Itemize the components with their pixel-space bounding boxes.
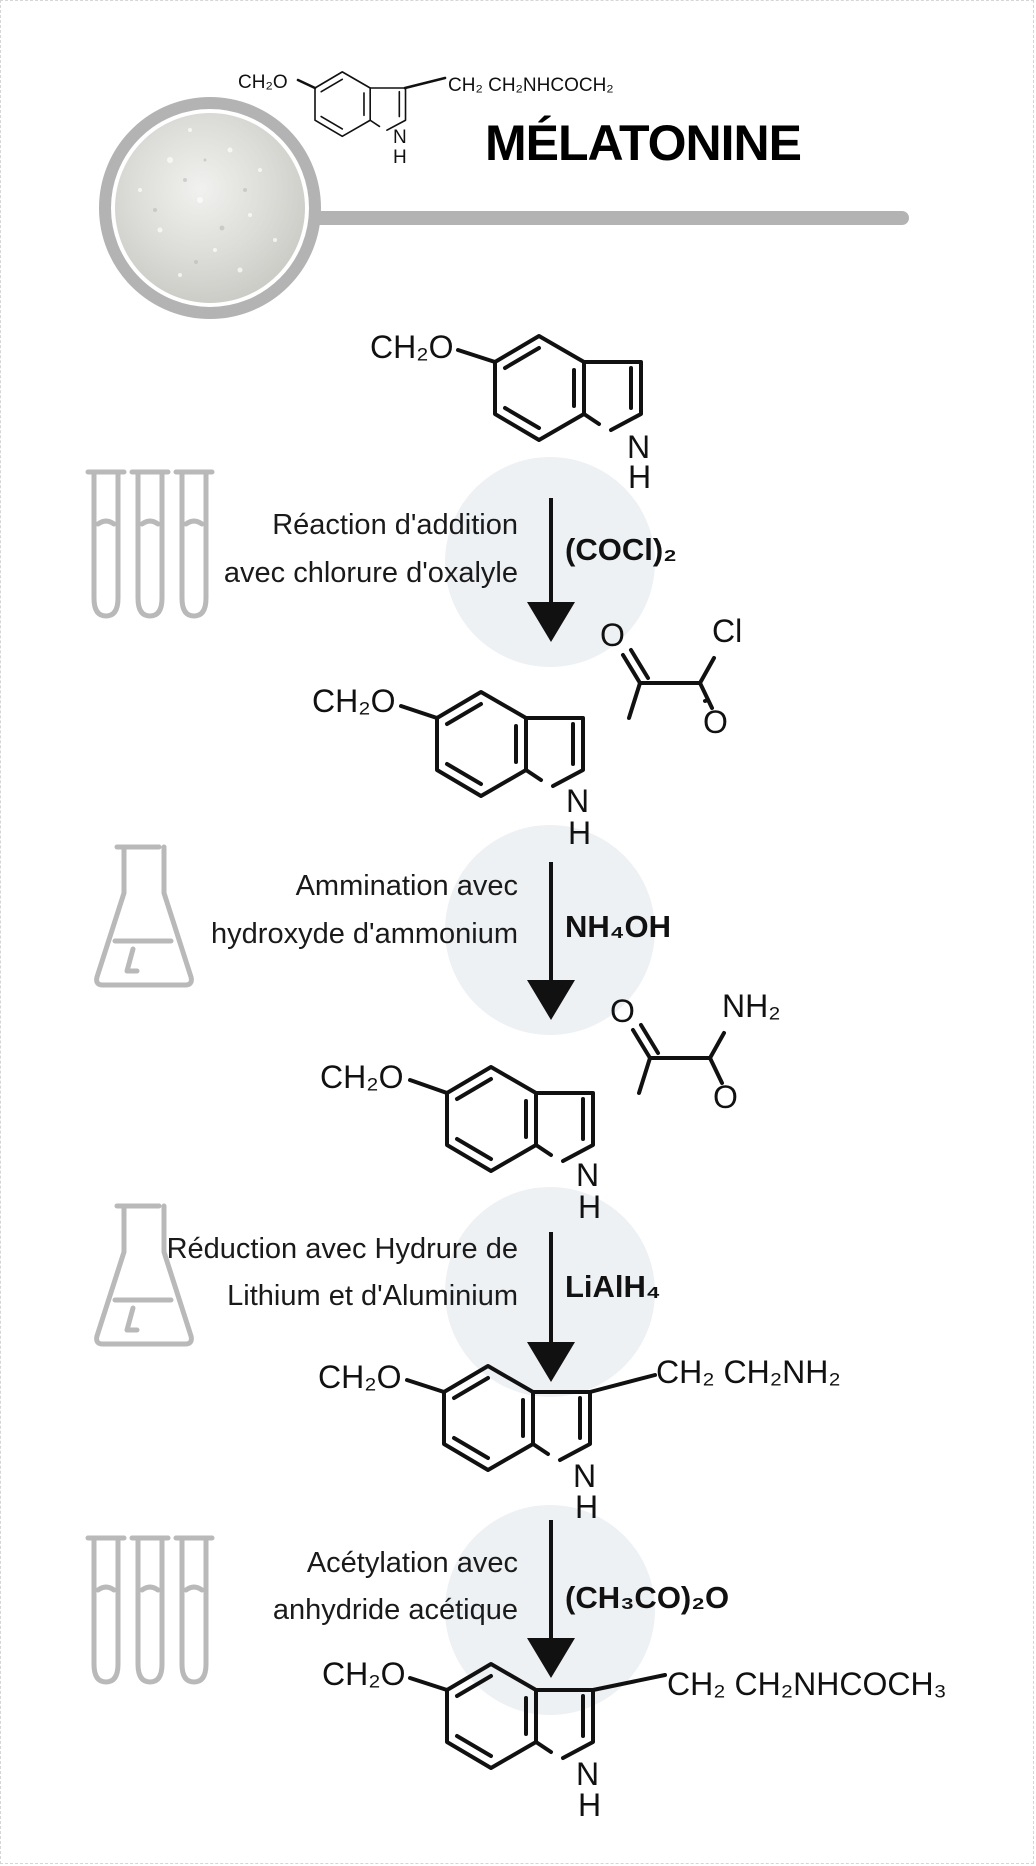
molecule-5-methoxytryptamine: CH₂O N H CH₂ CH₂NH₂ [318, 1354, 841, 1525]
molecule-3-h: H [578, 1189, 601, 1225]
header-formula-left: CH₂O [238, 72, 288, 93]
molecule-2-h: H [568, 815, 591, 851]
header-formula-n: N [393, 127, 407, 148]
molecule-5-methoxyindole: CH₂O N H [370, 329, 651, 495]
step-4-reagent: (CH₃CO)₂O [565, 1580, 729, 1615]
molecule-3-n: N [576, 1157, 599, 1193]
molecule-3-left: CH₂O [320, 1059, 404, 1095]
step-1-reagent: (COCl)₂ [565, 532, 677, 567]
molecule-3-nh2: NH₂ [722, 988, 781, 1024]
header-formula-right: CH₂ CH₂NHCOCH₂ [448, 75, 614, 96]
header-melatonin-structure: CH₂O CH₂ CH₂NHCOCH₂ N H [238, 71, 614, 168]
step-4-line-2: anhydride acétique [273, 1594, 518, 1626]
molecule-2-n: N [566, 783, 589, 819]
molecule-4-n: N [573, 1458, 596, 1494]
molecule-5-left: CH₂O [322, 1656, 406, 1692]
molecule-5-n: N [576, 1756, 599, 1792]
molecule-4-left: CH₂O [318, 1359, 402, 1395]
molecule-3-o2: O [713, 1079, 738, 1115]
step-2-line-1: Ammination avec [296, 870, 518, 902]
molecule-1-left: CH₂O [370, 329, 454, 365]
molecule-2-o2: O [703, 704, 728, 740]
header-formula-h: H [393, 147, 407, 168]
molecule-indole-glyoxylamide: CH₂O N H O O NH₂ [320, 988, 781, 1225]
molecule-1-h: H [628, 459, 651, 495]
page-title: MÉLATONINE [485, 115, 801, 171]
molecule-2-left: CH₂O [312, 683, 396, 719]
step-3-line-2: Lithium et d'Aluminium [227, 1280, 518, 1312]
molecule-2-o1: O [600, 617, 625, 653]
flask-icon [94, 844, 194, 988]
flask-icon [94, 1203, 194, 1347]
molecule-1-n: N [627, 429, 650, 465]
step-3-reagent: LiAlH₄ [565, 1269, 661, 1304]
step-2-line-2: hydroxyde d'ammonium [211, 918, 518, 950]
molecule-indole-glyoxylyl-chloride: CH₂O N H O O Cl [312, 613, 742, 851]
test-tubes-icon [85, 469, 215, 619]
step-3-line-1: Réduction avec Hydrure de [167, 1233, 518, 1265]
molecule-3-o1: O [610, 993, 635, 1029]
molecule-5-h: H [578, 1787, 601, 1823]
step-4-line-1: Acétylation avec [307, 1547, 518, 1579]
molecule-melatonin: CH₂O N H CH₂ CH₂NHCOCH₃ [322, 1656, 947, 1823]
step-1-line-2: avec chlorure d'oxalyle [224, 557, 518, 589]
test-tubes-icon [85, 1535, 215, 1685]
molecule-4-h: H [575, 1489, 598, 1525]
step-1-line-1: Réaction d'addition [272, 509, 518, 541]
step-2-reagent: NH₄OH [565, 909, 671, 944]
molecule-4-chain: CH₂ CH₂NH₂ [656, 1354, 841, 1390]
molecule-2-cl: Cl [712, 613, 742, 649]
magnifier-icon [99, 97, 909, 319]
molecule-5-chain: CH₂ CH₂NHCOCH₃ [667, 1666, 947, 1702]
